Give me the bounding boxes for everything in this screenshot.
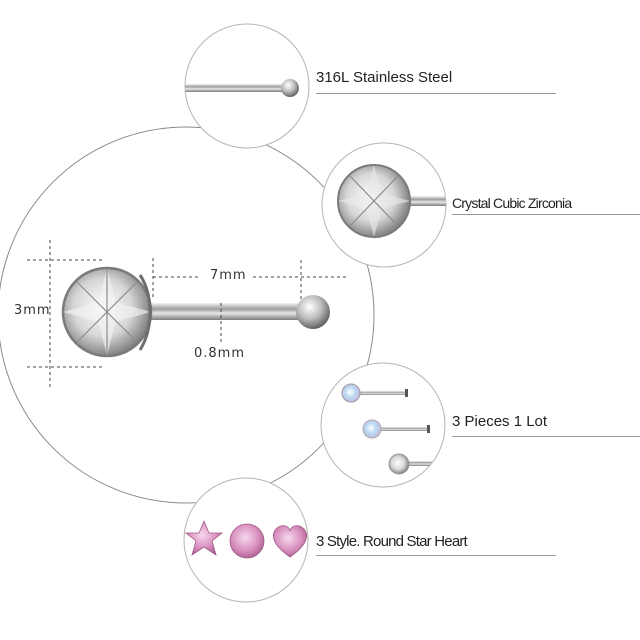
quantity-circle — [320, 362, 446, 488]
length-dimension-label: 7mm — [210, 268, 247, 283]
feature-divider-material — [316, 93, 556, 94]
steel-ball-bar-icon — [185, 79, 299, 97]
feature-label-styles: 3 Style. Round Star Heart — [316, 533, 468, 550]
feature-divider-stone — [452, 214, 640, 215]
feature-divider-styles — [316, 555, 556, 556]
height-dimension-label: 3mm — [14, 303, 51, 318]
dimension-lines — [27, 240, 347, 390]
feature-label-quantity: 3 Pieces 1 Lot — [452, 413, 548, 430]
feature-label-stone: Crystal Cubic Zirconia — [452, 195, 572, 211]
feature-label-material: 316L Stainless Steel — [316, 69, 453, 86]
three-studs-icon — [341, 383, 445, 475]
heart-gem-icon — [273, 525, 307, 558]
stud-earring-illustration — [61, 266, 330, 358]
crystal-stud-icon — [337, 164, 446, 238]
feature-divider-quantity — [452, 436, 640, 437]
star-round-heart-gems-icon — [184, 519, 307, 559]
star-gem-icon — [184, 519, 224, 556]
diameter-dimension-label: 0.8mm — [194, 346, 246, 361]
round-gem-icon — [229, 523, 265, 559]
